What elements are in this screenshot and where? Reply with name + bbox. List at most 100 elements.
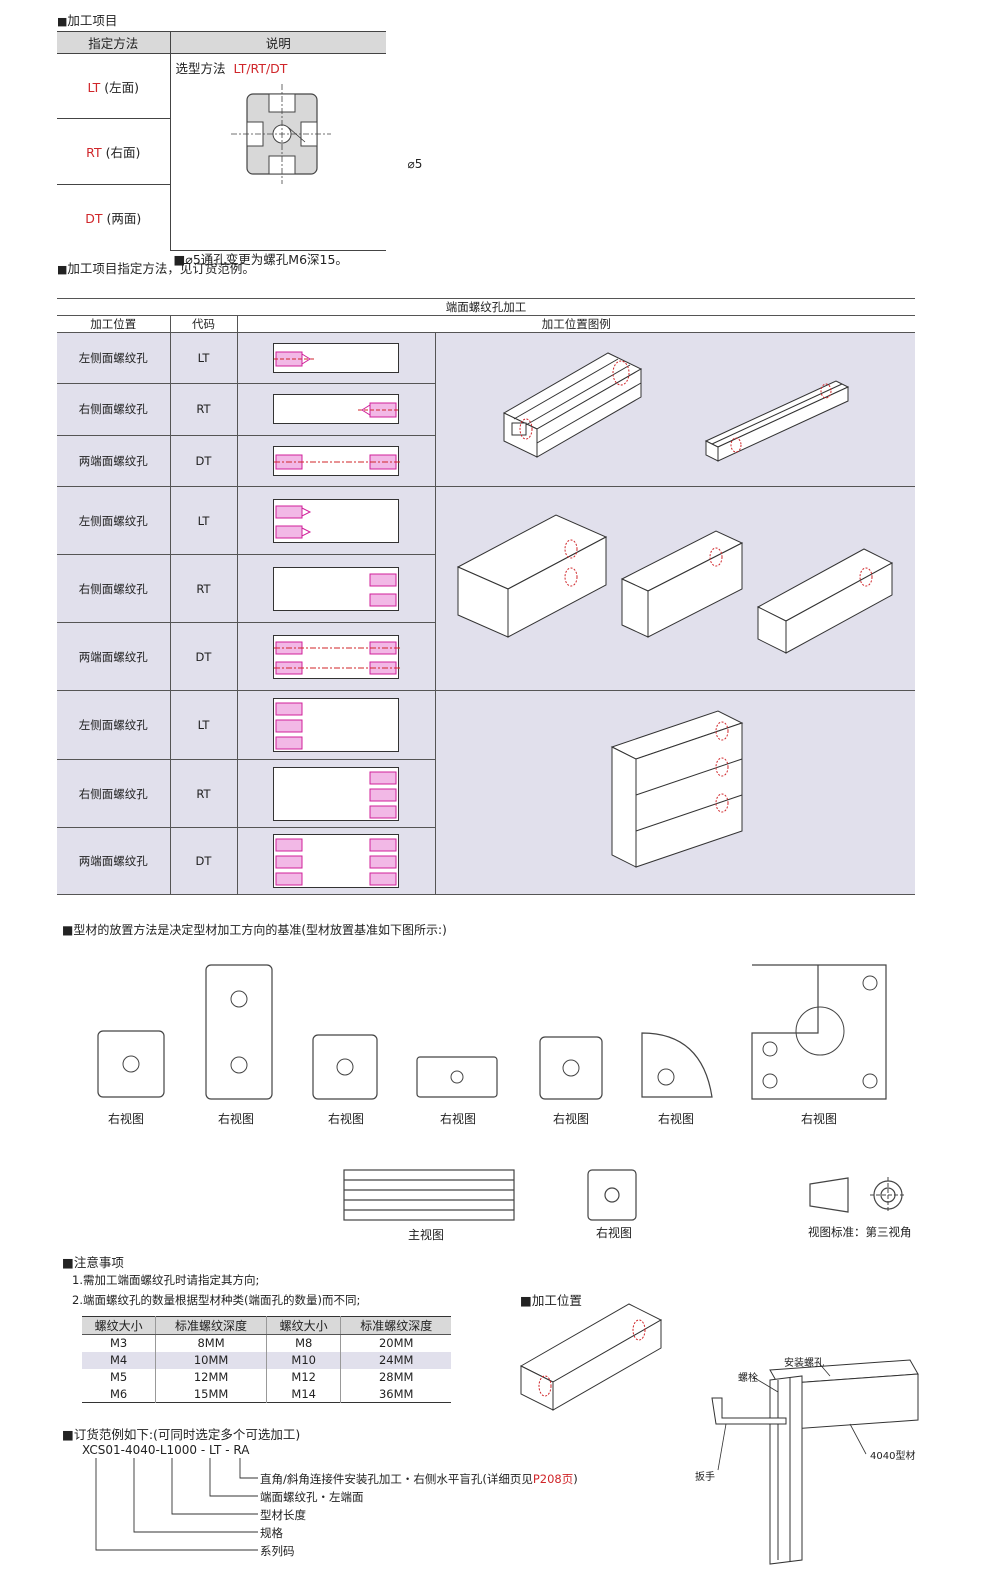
diagram-cell [236, 690, 436, 760]
profile-label: 4040型材 [870, 1451, 916, 1462]
profile-3d-double-icon [457, 514, 894, 654]
col-method: 指定方法 [57, 31, 171, 54]
table-cell: 15MM [155, 1385, 267, 1403]
row-dt: DT (两面) [57, 184, 171, 251]
thread-right-3-icon [369, 771, 397, 818]
illustration-group-1 [434, 332, 915, 487]
thread-right-icon [358, 402, 400, 418]
order-explain: 系列码 [260, 1544, 295, 1558]
section-title-processing: 加工项目 [57, 10, 117, 29]
order-leader-lines-icon [95, 1458, 258, 1551]
order-explain: 直角/斜角连接件安装孔加工・右侧水平盲孔(详细页见P208页) [260, 1472, 578, 1486]
section-footer-note: 加工项目指定方法，见订货范例。 [57, 258, 255, 277]
method-line: 选型方法 LT/RT/DT [175, 61, 288, 76]
thread-left-2-icon [275, 505, 312, 538]
end-thread-table: 端面螺纹孔加工 加工位置 代码 加工位置图例 左侧面螺纹孔 LT [57, 298, 915, 895]
thread-both-3-icon [275, 838, 397, 886]
illustration-group-2 [434, 486, 915, 691]
diagram-cell [236, 554, 436, 623]
table-cell: M3 [109, 1336, 128, 1351]
cell-code: LT [169, 331, 238, 385]
view-label: 右视图 [217, 1112, 254, 1126]
thread-left-icon [274, 351, 314, 367]
processing-table: 指定方法 说明 LT (左面) 选型方法 LT/RT/DT ⌀5 [57, 31, 422, 267]
illustration-group-3 [434, 690, 915, 895]
table-cell: 28MM [340, 1368, 451, 1386]
hole-label: 安装螺孔 [784, 1358, 824, 1369]
header-position: 加工位置 [57, 315, 171, 333]
table-cell: M6 [109, 1386, 128, 1401]
table-cell: 8MM [155, 1334, 267, 1352]
table-cell: M14 [265, 1385, 341, 1403]
header-code: 代码 [169, 315, 238, 333]
cell-pos: 右侧面螺纹孔 [57, 554, 171, 623]
diameter-label: ⌀5 [407, 157, 423, 171]
note-item: 2.端面螺纹孔的数量根据型材种类(端面孔的数量)而不同; [72, 1293, 361, 1307]
thread-left-3-icon [275, 702, 303, 750]
diagram-cell [236, 434, 436, 488]
order-explain: 端面螺纹孔・左端面 [260, 1490, 364, 1504]
profile-right-views-icon [97, 964, 887, 1100]
wrench-label: 扳手 [695, 1472, 715, 1483]
cell-code: RT [169, 383, 238, 436]
table-cell: M10 [265, 1351, 341, 1369]
th-depth: 标准螺纹深度 [155, 1316, 267, 1335]
cell-code: RT [169, 554, 238, 623]
assembly-icon [711, 1359, 919, 1565]
diagram-cell [236, 383, 436, 436]
cell-pos: 两端面螺纹孔 [57, 622, 171, 691]
table-title: 端面螺纹孔加工 [57, 298, 915, 316]
cell-code: LT [169, 690, 238, 760]
cell-pos: 两端面螺纹孔 [57, 434, 171, 488]
row-lt: LT (左面) [57, 53, 171, 119]
diagram-cell [236, 331, 436, 385]
thread-right-2-icon [369, 573, 397, 606]
table-cell: 24MM [340, 1351, 451, 1369]
cell-pos: 左侧面螺纹孔 [57, 690, 171, 760]
th-depth: 标准螺纹深度 [340, 1316, 451, 1335]
view-label: 右视图 [439, 1112, 476, 1126]
profile-3d-triple-icon [610, 710, 744, 868]
cell-pos: 左侧面螺纹孔 [57, 331, 171, 385]
front-view-label: 主视图 [407, 1228, 444, 1242]
view-label: 右视图 [327, 1112, 364, 1126]
table-cell: 12MM [155, 1368, 267, 1386]
view-label: 右视图 [552, 1112, 589, 1126]
th-size: 螺纹大小 [265, 1316, 341, 1335]
th-size: 螺纹大小 [82, 1316, 156, 1335]
right-view-label: 右视图 [595, 1226, 632, 1240]
table-cell: 10MM [155, 1351, 267, 1369]
profile-3d-single-icon [503, 352, 850, 462]
view-label: 右视图 [107, 1112, 144, 1126]
cell-pos: 右侧面螺纹孔 [57, 758, 171, 829]
cell-code: DT [169, 622, 238, 691]
view-label: 右视图 [800, 1112, 837, 1126]
notes-title: ■注意事项 [62, 1255, 124, 1270]
order-title: ■订货范例如下:(可同时选定多个可选加工) [62, 1427, 301, 1442]
diagram-cell [236, 486, 436, 555]
diagram-cell [236, 758, 436, 829]
cell-pos: 左侧面螺纹孔 [57, 486, 171, 555]
note-item: 1.需加工端面螺纹孔时请指定其方向; [72, 1273, 260, 1287]
order-explain: 型材长度 [260, 1508, 306, 1522]
order-code: XCS01-4040-L1000 - LT - RA [82, 1443, 250, 1457]
view-label: 右视图 [657, 1112, 694, 1126]
bolt-label: 螺栓 [738, 1373, 758, 1384]
diagram-cell [236, 622, 436, 691]
table-cell: 20MM [340, 1334, 451, 1352]
cell-code: RT [169, 758, 238, 829]
table-cell: M12 [265, 1368, 341, 1386]
row-rt: RT (右面) [57, 118, 171, 185]
description-cell: 选型方法 LT/RT/DT ⌀5 ■⌀5通孔变更为螺孔M6深15。 [170, 53, 422, 267]
thread-both-2-icon [274, 641, 400, 674]
cell-code: DT [169, 827, 238, 895]
cell-pos: 两端面螺纹孔 [57, 827, 171, 895]
standard-label: 视图标准：第三视角 [808, 1225, 912, 1239]
diagram-cell [236, 827, 436, 895]
thread-both-icon [274, 454, 400, 470]
cell-code: DT [169, 434, 238, 488]
table-cell: M4 [82, 1351, 156, 1369]
table-cell: M5 [109, 1370, 128, 1384]
order-explain: 规格 [260, 1526, 283, 1540]
table-cell: 36MM [340, 1385, 451, 1403]
